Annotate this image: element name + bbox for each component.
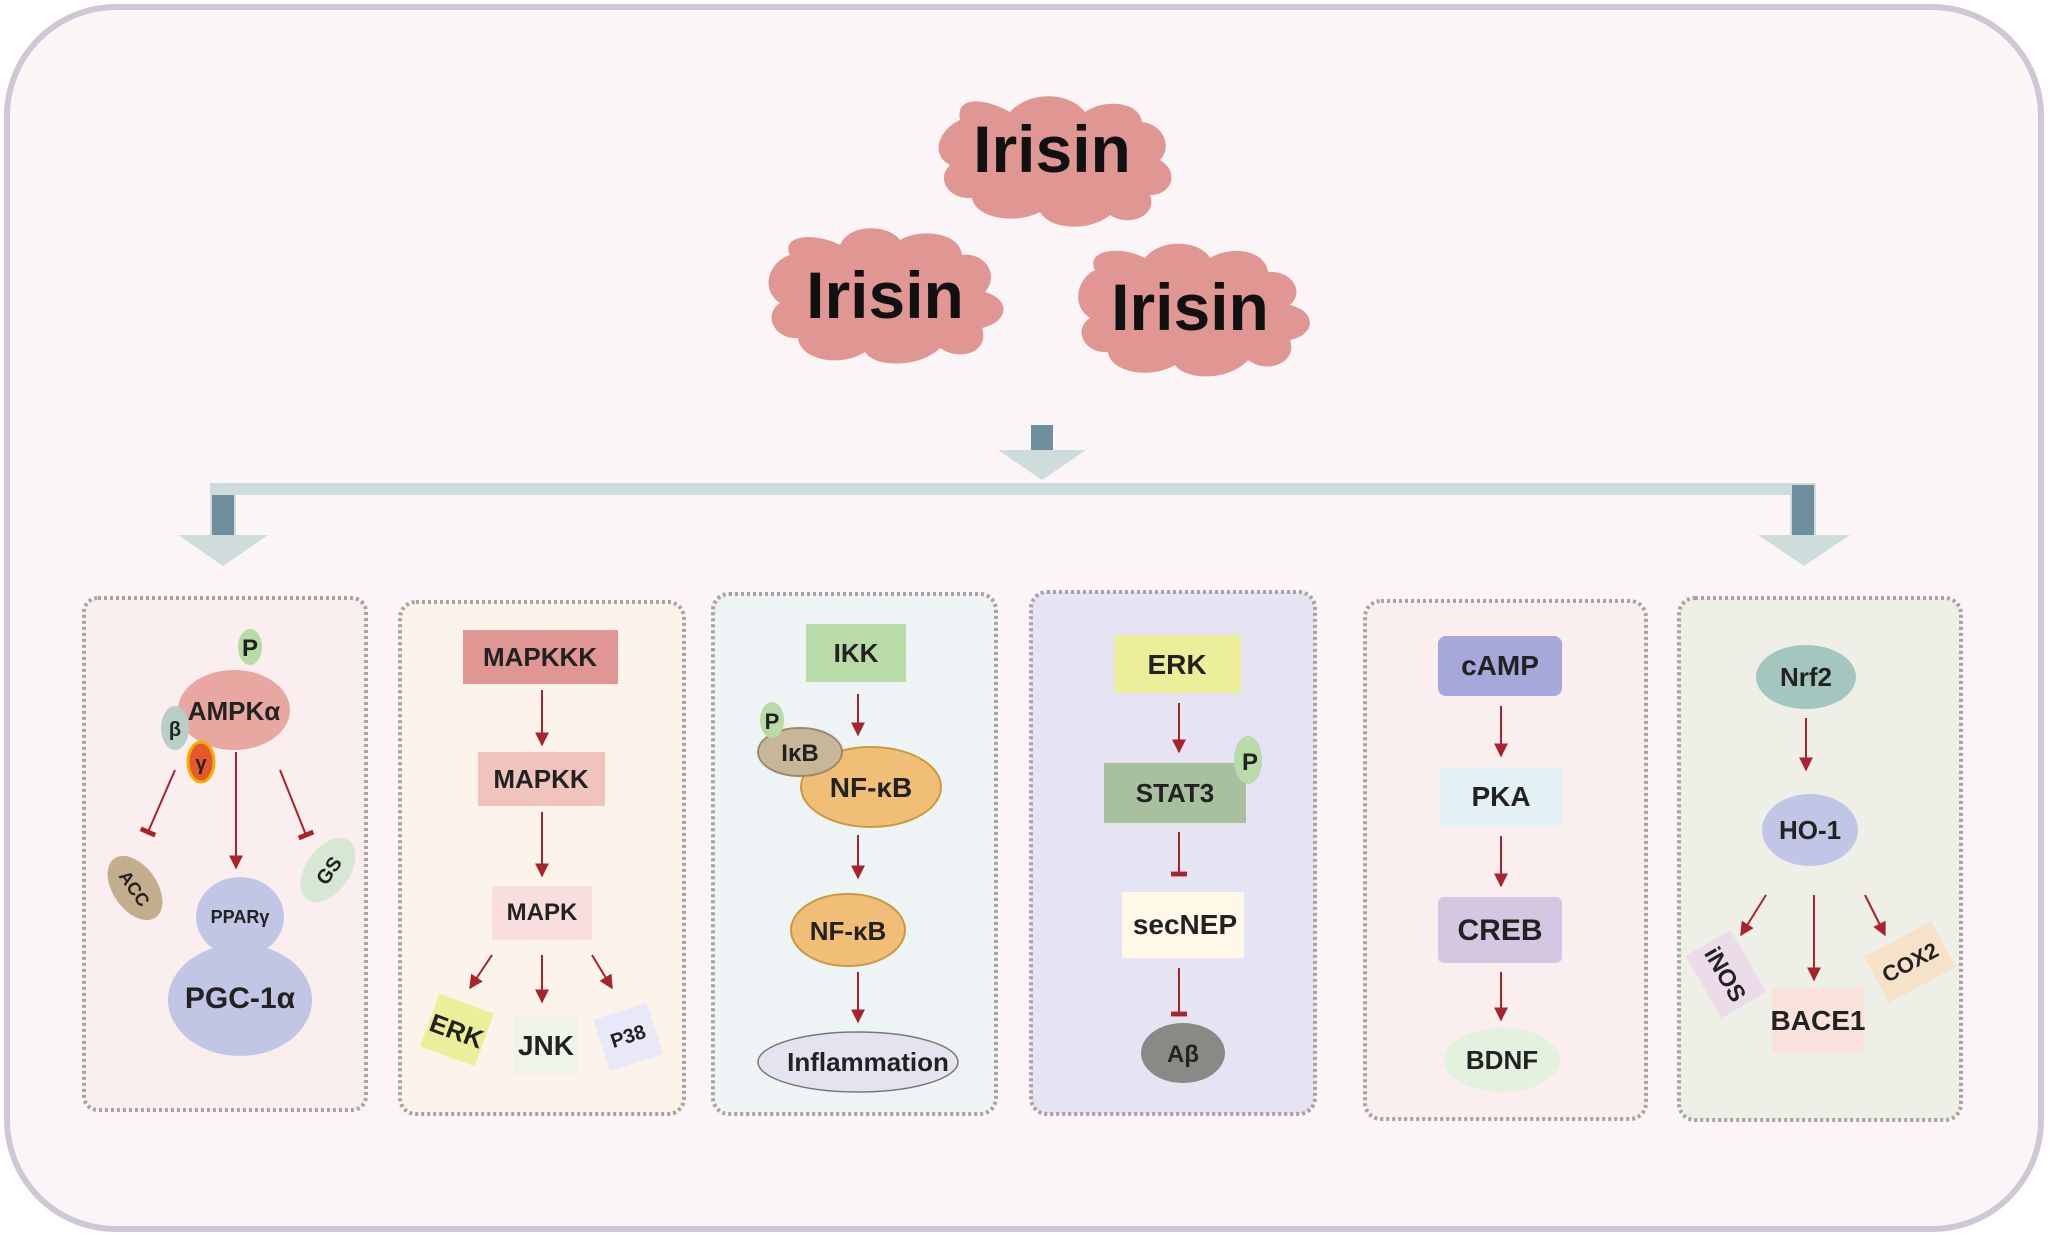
panel-camp [1363,599,1648,1121]
irisin-blob-right: Irisin [1078,243,1310,377]
mapkkk-label: MAPKKK [483,642,597,672]
mapkk-label: MAPKK [493,764,589,794]
erk-stat-node: ERK [1114,635,1241,693]
acc-node: ACC [107,855,163,921]
ikb-node: IκB [757,727,843,777]
nfkb-complex-node: NF-κB [800,746,942,828]
bace1-node: BACE1 [1771,988,1866,1052]
gs-node: GS [300,837,356,903]
irisin-label-left: Irisin [806,258,964,332]
erk-stat-label: ERK [1147,649,1206,680]
phospho-label: P [242,635,258,662]
gamma-label: γ [195,753,207,775]
irisin-blob-left: Irisin [768,228,1004,364]
phospho-badge-stat3: P [1234,736,1262,784]
phospho-badge: P [238,629,262,665]
irisin-label-right: Irisin [1111,270,1269,344]
pgc1a-node: PGC-1α [168,944,312,1056]
ikk-node: IKK [806,624,906,682]
panel-stat3 [1029,590,1317,1116]
mapk-node: MAPK [492,886,592,940]
gamma-subunit: γ [186,740,216,784]
ppar-node: PPARγ [196,877,284,957]
horizontal-connector-bar [210,483,1814,495]
ho1-node: HO-1 [1762,794,1858,866]
camp-node: cAMP [1438,636,1562,696]
ho1-label: HO-1 [1779,815,1841,845]
arrow-mapk-p38 [591,954,613,990]
irisin-label-top: Irisin [973,112,1131,186]
creb-node: CREB [1438,897,1562,963]
phospho-ikb-label: P [765,709,780,734]
inflammation-label: Inflammation [787,1047,949,1077]
panel-nfkb [711,592,998,1116]
nrf2-label: Nrf2 [1780,662,1832,692]
arrow-ho1-inos [1740,894,1767,937]
bdnf-label: BDNF [1466,1045,1538,1075]
cox2-node: COX2 [1864,921,1956,1003]
phospho-badge-ikb: P [760,702,784,738]
arrow-mapk-erk [469,954,493,990]
ppar-label: PPARγ [211,907,270,927]
jnk-node: JNK [514,1016,578,1074]
p38-node: P38 [593,1002,664,1072]
bdnf-node: BDNF [1444,1028,1560,1092]
ikk-label: IKK [834,638,879,668]
arrow-ho1-cox2 [1864,894,1886,937]
inflammation-node: Inflammation [757,1031,959,1093]
secnep-node: secNEP [1122,892,1244,958]
bace1-label: BACE1 [1771,1005,1866,1036]
secnep-label: secNEP [1133,909,1237,940]
jnk-label: JNK [518,1030,574,1061]
ampk-alpha-label: AMPKα [188,696,281,726]
mapkk-node: MAPKK [478,752,605,806]
beta-subunit: β [161,706,189,750]
pgc1a-label: PGC-1α [185,982,296,1015]
camp-label: cAMP [1461,650,1539,681]
erk-node: ERK [420,993,494,1067]
ampk-alpha-node: AMPKα [178,670,290,750]
mapk-label: MAPK [507,899,578,926]
mapkkk-node: MAPKKK [463,630,618,684]
abeta-node: Aβ [1141,1023,1225,1083]
pka-node: PKA [1440,767,1562,827]
pka-label: PKA [1471,781,1530,812]
nrf2-node: Nrf2 [1756,645,1856,709]
inhibit-acc [139,769,176,838]
phospho-stat3-label: P [1242,749,1258,776]
creb-label: CREB [1457,914,1542,947]
left-branch-arrow [178,483,268,566]
irisin-blob-top: Irisin [938,96,1172,227]
inhibit-gs [279,769,315,841]
top-down-arrow [998,425,1086,480]
abeta-label: Aβ [1167,1041,1199,1068]
beta-label: β [169,719,181,741]
right-branch-arrow [1758,483,1850,566]
nfkb-node: NF-κB [790,893,906,967]
stat3-label: STAT3 [1136,778,1214,808]
nfkb-label: NF-κB [810,916,887,946]
stat3-node: STAT3 [1104,763,1246,823]
nfkb-complex-label: NF-κB [830,772,912,803]
ikb-label: IκB [781,740,818,767]
